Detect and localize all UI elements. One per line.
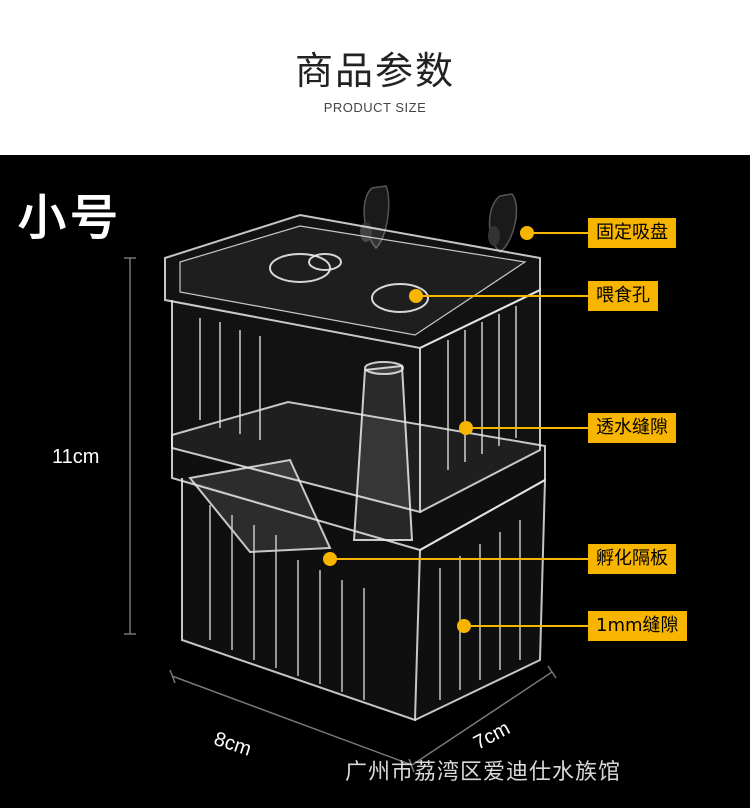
height-dimension: 11cm — [52, 446, 100, 468]
callout-1mm-slits: 1mm缝隙 — [588, 611, 687, 641]
callout-water-slits: 透水缝隙 — [588, 413, 676, 443]
callout-suction-cup: 固定吸盘 — [588, 218, 676, 248]
breeder-box-upper — [164, 213, 541, 514]
callout-hatch-divider: 孵化隔板 — [588, 544, 676, 574]
breeder-box-lower — [171, 400, 547, 722]
header: 商品参数 PRODUCT SIZE — [0, 0, 750, 155]
dimension-lines — [124, 257, 557, 773]
callout-feeding-hole: 喂食孔 — [588, 281, 658, 311]
callout-dots — [323, 226, 534, 633]
page-subtitle: PRODUCT SIZE — [323, 100, 427, 115]
watermark: 广州市荔湾区爱迪仕水族馆 — [345, 760, 622, 785]
feeding-hole-icon — [269, 253, 429, 313]
product-stage — [0, 155, 750, 808]
page-title: 商品参数 — [294, 49, 455, 93]
funnel — [352, 361, 414, 541]
callout-leaders — [330, 232, 588, 627]
1mm-slits — [209, 505, 521, 700]
size-label: 小号 — [18, 190, 123, 246]
